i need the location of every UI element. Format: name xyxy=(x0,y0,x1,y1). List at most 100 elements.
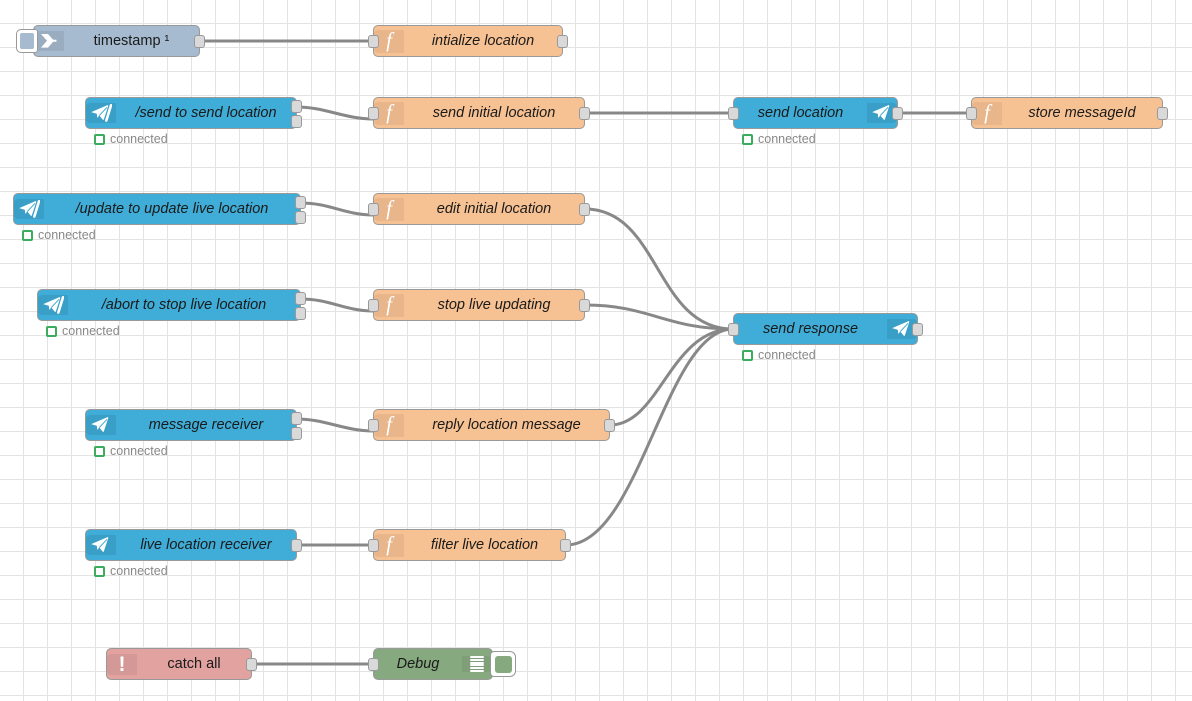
debug-node[interactable]: Debug xyxy=(368,648,516,680)
wire-message-receiver-to-reply-location[interactable] xyxy=(296,417,374,433)
input-port[interactable] xyxy=(966,107,977,120)
node-label: timestamp ¹ xyxy=(93,33,170,49)
node-label: filter live location xyxy=(430,537,539,553)
output-port[interactable] xyxy=(246,658,257,671)
input-port[interactable] xyxy=(368,419,379,432)
function-f-icon: f xyxy=(374,101,404,125)
node-label: intialize location xyxy=(431,33,535,49)
function-node-edit-initial-location[interactable]: f edit initial location xyxy=(368,193,590,225)
output-port[interactable] xyxy=(291,539,302,552)
status-badge: connected xyxy=(742,348,816,362)
telegram-command-node-send[interactable]: /send to send location connected xyxy=(85,97,302,146)
status-square-icon xyxy=(46,325,57,337)
input-port[interactable] xyxy=(368,299,379,312)
function-f-icon: f xyxy=(374,533,404,557)
status-text: connected xyxy=(110,564,168,578)
output-port[interactable] xyxy=(291,100,302,113)
input-port[interactable] xyxy=(368,35,379,48)
node-label: edit initial location xyxy=(436,201,552,217)
node-label: /send to send location xyxy=(135,105,277,121)
function-node-store-messageid[interactable]: f store messageId xyxy=(966,97,1168,129)
node-label: reply location message xyxy=(432,417,581,433)
output-port[interactable] xyxy=(291,115,302,128)
status-square-icon xyxy=(94,445,105,457)
status-badge: connected xyxy=(94,132,168,146)
catch-node-catch-all[interactable]: !catch all xyxy=(106,648,257,680)
function-f-icon: f xyxy=(374,293,404,317)
exclamation-icon: ! xyxy=(107,653,137,675)
node-label: /abort to stop live location xyxy=(101,297,267,313)
wire-update-cmd-to-edit-initial-location[interactable] xyxy=(300,201,374,217)
input-port[interactable] xyxy=(368,203,379,216)
wire-abort-cmd-to-stop-live-updating[interactable] xyxy=(300,297,374,313)
status-text: connected xyxy=(38,228,96,242)
output-port[interactable] xyxy=(295,292,306,305)
telegram-command-icon xyxy=(38,295,68,315)
status-badge: connected xyxy=(94,444,168,458)
function-f-icon: f xyxy=(374,413,404,437)
node-label: stop live updating xyxy=(437,297,551,313)
wire-stop-live-updating-to-send-response[interactable] xyxy=(584,303,734,331)
telegram-plane-icon xyxy=(867,103,897,123)
output-port[interactable] xyxy=(295,307,306,320)
telegram-receiver-node-message[interactable]: message receiver connected xyxy=(85,409,302,458)
function-node-stop-live-updating[interactable]: f stop live updating xyxy=(368,289,590,321)
output-port[interactable] xyxy=(194,35,205,48)
telegram-command-node-update[interactable]: /update to update live location connected xyxy=(13,193,306,242)
function-node-reply-location-message[interactable]: f reply location message xyxy=(368,409,615,441)
status-badge: connected xyxy=(46,324,120,338)
output-port[interactable] xyxy=(560,539,571,552)
output-port[interactable] xyxy=(579,299,590,312)
telegram-command-node-abort[interactable]: /abort to stop live location connected xyxy=(37,289,306,338)
input-port[interactable] xyxy=(368,539,379,552)
input-port[interactable] xyxy=(728,107,739,120)
debug-toggle-button[interactable] xyxy=(490,651,516,677)
output-port[interactable] xyxy=(1157,107,1168,120)
wire-reply-location-to-send-response[interactable] xyxy=(609,327,734,427)
telegram-command-icon xyxy=(14,199,44,219)
input-port[interactable] xyxy=(728,323,739,336)
status-text: connected xyxy=(110,132,168,146)
telegram-sender-node-send-location[interactable]: send location connected xyxy=(728,97,903,146)
output-port[interactable] xyxy=(579,203,590,216)
output-port[interactable] xyxy=(892,107,903,120)
inject-trigger-button[interactable] xyxy=(16,29,38,53)
output-port[interactable] xyxy=(912,323,923,336)
output-port[interactable] xyxy=(295,211,306,224)
node-label: /update to update live location xyxy=(75,201,269,217)
status-square-icon xyxy=(22,229,33,241)
output-port[interactable] xyxy=(291,412,302,425)
output-port[interactable] xyxy=(557,35,568,48)
input-port[interactable] xyxy=(368,107,379,120)
node-label: message receiver xyxy=(148,417,264,433)
timestamp-inject-node[interactable]: timestamp ¹ xyxy=(16,25,205,57)
status-badge: connected xyxy=(22,228,96,242)
function-node-filter-live-location[interactable]: f filter live location xyxy=(368,529,571,561)
telegram-sender-node-send-response[interactable]: send response connected xyxy=(728,313,923,362)
output-port[interactable] xyxy=(604,419,615,432)
output-port[interactable] xyxy=(579,107,590,120)
status-square-icon xyxy=(742,133,753,145)
wire-send-cmd-to-send-initial-location[interactable] xyxy=(296,105,374,121)
status-text: connected xyxy=(758,348,816,362)
node-label: store messageId xyxy=(1028,105,1136,121)
status-badge: connected xyxy=(94,564,168,578)
function-f-icon: f xyxy=(972,101,1002,125)
status-text: connected xyxy=(758,132,816,146)
output-port[interactable] xyxy=(295,196,306,209)
telegram-plane-icon xyxy=(86,415,116,435)
input-port[interactable] xyxy=(368,658,379,671)
wire-edit-initial-location-to-send-response[interactable] xyxy=(584,207,734,331)
arrow-right-icon xyxy=(34,31,64,51)
node-label: send response xyxy=(762,321,859,337)
telegram-command-icon xyxy=(86,103,116,123)
function-f-icon: f xyxy=(374,197,404,221)
status-square-icon xyxy=(94,565,105,577)
output-port[interactable] xyxy=(291,427,302,440)
status-badge: connected xyxy=(742,132,816,146)
node-label: send location xyxy=(757,105,844,121)
